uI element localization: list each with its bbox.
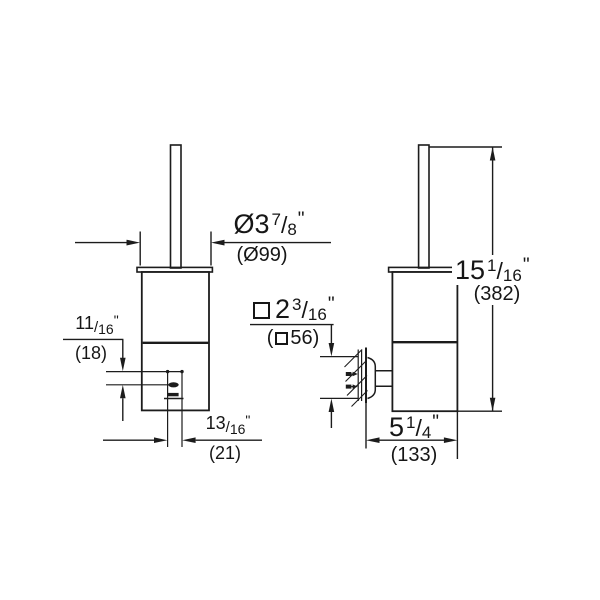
arrow-down-icon: [489, 397, 496, 412]
square-symbol-icon: [275, 332, 289, 345]
mounting-plate: [357, 347, 367, 403]
front-view: [63, 144, 331, 447]
dim-height-metric: (382): [462, 283, 532, 306]
dimension-diameter-lines: [75, 231, 331, 266]
arrow-left-icon: [211, 239, 225, 246]
mount-cone: [367, 356, 377, 400]
square-symbol-icon: [253, 302, 270, 319]
dimension-offset-horizontal-lines: [103, 437, 262, 443]
arrow-right-icon: [443, 437, 458, 443]
wall-mount: [344, 347, 393, 407]
arrow-down-icon: [120, 357, 126, 372]
dimension-plate-lines: [250, 323, 358, 428]
hole-center-dot: [180, 369, 184, 374]
dim-value: 5: [388, 412, 404, 442]
screw-icon: [345, 384, 358, 389]
brush-handle: [169, 144, 182, 269]
dimension-offset-vertical-lines: [63, 338, 126, 421]
dim-offset-vertical-metric: (18): [74, 343, 107, 363]
arrow-right-icon: [126, 239, 140, 246]
dimension-depth-lines: [365, 400, 459, 459]
hole-center-dot: [165, 369, 170, 374]
screw-icon: [345, 371, 358, 377]
dim-value: Ø3: [233, 209, 270, 239]
dim-offset-horizontal-imperial: 13/16": [205, 412, 251, 437]
dim-value: 13: [205, 413, 226, 433]
dim-offset-horizontal-metric: (21): [208, 443, 241, 463]
dim-depth-metric: (133): [390, 444, 438, 466]
holder-body: [140, 271, 210, 412]
arrow-up-icon: [328, 398, 335, 412]
arrow-up-icon: [120, 384, 126, 399]
brush-handle: [417, 144, 430, 269]
dim-offset-vertical-imperial: 11/16": [75, 312, 119, 337]
mounting-hole-marks: [106, 369, 184, 447]
dim-value: 2: [275, 294, 291, 324]
arrow-down-icon: [328, 343, 335, 357]
dim-value: 11: [75, 313, 94, 333]
arrow-left-icon: [182, 437, 196, 443]
dim-plate-metric: (56): [266, 327, 320, 349]
arrow-right-icon: [154, 437, 168, 443]
slot-icon: [167, 392, 179, 397]
arrow-left-icon: [366, 437, 380, 443]
dim-value: 15: [455, 255, 486, 285]
screw-hole-icon: [168, 382, 179, 388]
dim-diameter-metric: (Ø99): [236, 244, 288, 266]
arrow-up-icon: [489, 147, 496, 161]
